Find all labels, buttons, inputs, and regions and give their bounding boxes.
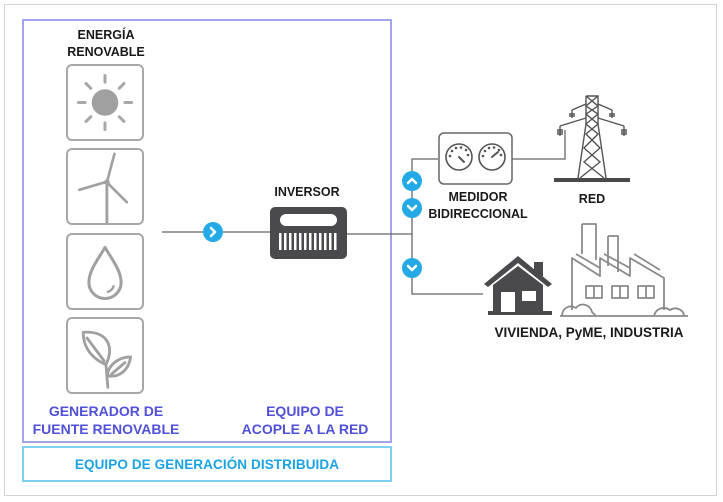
- meter-label: MEDIDOR BIDIRECCIONAL: [428, 189, 528, 223]
- chevron-down-icon: [406, 204, 418, 212]
- inverter-icon: [270, 207, 347, 259]
- flow-right-indicator: [203, 222, 223, 242]
- leaf-icon: [81, 330, 133, 389]
- distributed-generation-label: EQUIPO DE GENERACIÓN DISTRIBUIDA: [74, 456, 340, 472]
- chevron-down-icon: [406, 264, 418, 272]
- source-biomass: [66, 317, 144, 394]
- distributed-generation-box: [22, 19, 392, 443]
- flow-down-indicator-consumers: [402, 258, 422, 278]
- meter-label-line2: BIDIRECCIONAL: [428, 207, 528, 221]
- source-water: [66, 233, 144, 310]
- renewable-energy-title: ENERGÍA RENOVABLE: [60, 27, 152, 61]
- diagram-frame: [4, 4, 717, 496]
- chevron-right-icon: [209, 226, 217, 238]
- coupling-label-line2: ACOPLE A LA RED: [241, 421, 369, 437]
- source-wind: [66, 148, 144, 225]
- meter-to-grid-line: [512, 130, 566, 160]
- grid-label: RED: [578, 192, 606, 206]
- distributed-generation-label-box: EQUIPO DE GENERACIÓN DISTRIBUIDA: [22, 446, 392, 482]
- power-tower-icon: [554, 95, 630, 182]
- chevron-up-icon: [406, 177, 418, 185]
- coupling-label-line1: EQUIPO DE: [266, 403, 344, 419]
- bidirectional-meter-icon: [438, 132, 513, 185]
- coupling-label: EQUIPO DE ACOPLE A LA RED: [235, 402, 375, 438]
- inverter-label: INVERSOR: [274, 185, 340, 199]
- bus-line: [411, 158, 483, 295]
- flow-up-indicator: [402, 171, 422, 191]
- consumers-label: VIVIENDA, PyME, INDUSTRIA: [494, 325, 684, 340]
- sun-icon: [76, 73, 134, 132]
- source-sun: [66, 64, 144, 141]
- wind-turbine-icon: [78, 152, 129, 223]
- flow-down-indicator-meter: [402, 198, 422, 218]
- water-drop-icon: [87, 245, 123, 301]
- meter-label-line1: MEDIDOR: [448, 190, 508, 204]
- renewable-energy-title-line2: RENOVABLE: [67, 45, 145, 59]
- factory-icon: [560, 223, 688, 317]
- generator-label-line2: FUENTE RENOVABLE: [32, 421, 180, 437]
- generator-label-line1: GENERADOR DE: [48, 403, 164, 419]
- renewable-energy-title-line1: ENERGÍA: [77, 28, 135, 42]
- house-icon: [484, 256, 552, 315]
- generator-label: GENERADOR DE FUENTE RENOVABLE: [20, 402, 192, 438]
